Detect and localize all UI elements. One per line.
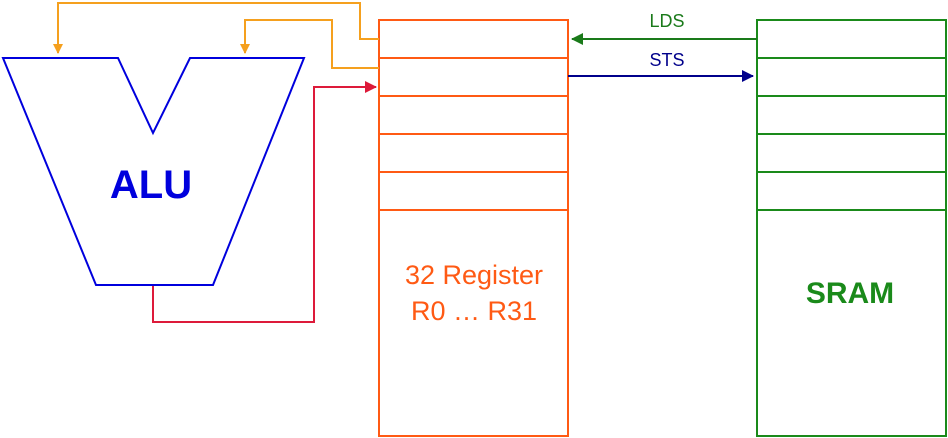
result-arrow	[152, 81, 377, 323]
operand-b-arrow	[240, 19, 379, 69]
sts-transfer: STS	[568, 50, 754, 82]
sram-block: SRAM	[756, 19, 947, 437]
sram-label: SRAM	[806, 277, 894, 310]
register-file: 32 Register R0 … R31	[378, 19, 569, 437]
register-label-line1: 32 Register	[405, 260, 543, 290]
register-label-line2: R0 … R31	[411, 296, 537, 326]
operand-a-arrow	[53, 2, 379, 54]
lds-label: LDS	[649, 11, 684, 31]
sts-label: STS	[649, 50, 684, 70]
lds-transfer: LDS	[571, 11, 757, 45]
sram-outline	[756, 19, 947, 437]
alu-shape	[1, 57, 306, 286]
alu-label: ALU	[110, 163, 192, 207]
register-file-outline	[378, 19, 569, 437]
alu-block: ALU	[1, 57, 306, 286]
